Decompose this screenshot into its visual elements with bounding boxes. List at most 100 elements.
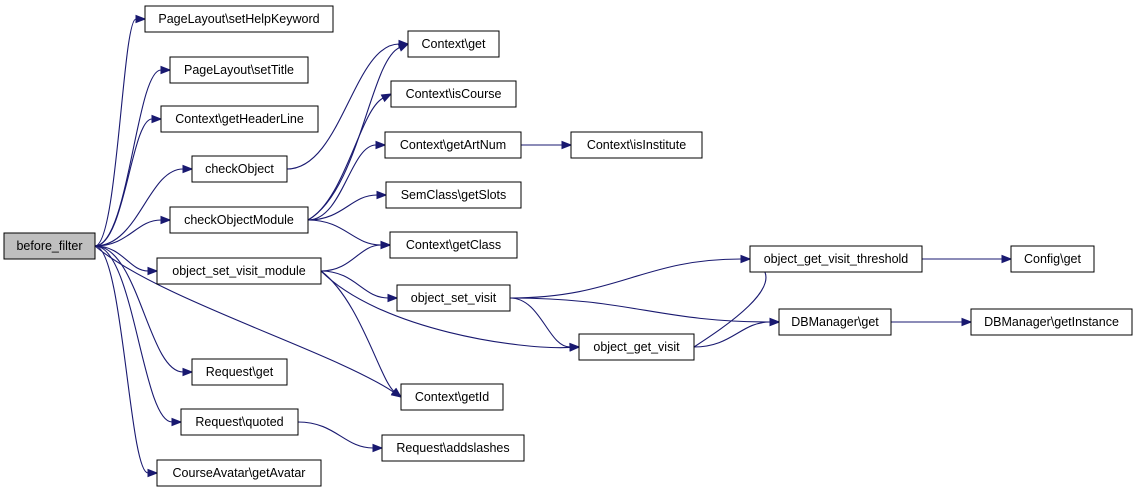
node-context-getartnum[interactable]: Context\getArtNum [384, 131, 522, 159]
edge-before_filter-to-request_quoted [94, 245, 183, 427]
node-label: CourseAvatar\getAvatar [173, 466, 306, 480]
arrowhead [769, 317, 781, 327]
edge-line [94, 245, 149, 272]
node-label: Request\get [206, 365, 274, 379]
node-request-quoted[interactable]: Request\quoted [180, 408, 299, 436]
node-label: checkObject [205, 162, 274, 176]
node-courseavatar-getavatar[interactable]: CourseAvatar\getAvatar [156, 459, 322, 487]
node-pagelayout-settitle[interactable]: PageLayout\setTitle [169, 56, 309, 84]
node-label: Context\getClass [406, 238, 501, 252]
node-context-get[interactable]: Context\get [407, 30, 500, 58]
arrowhead [569, 342, 581, 352]
node-semclass-getslots[interactable]: SemClass\getSlots [385, 181, 522, 209]
edge-line [94, 69, 162, 247]
edge-object_set_visit-to-object_get_visit [509, 297, 581, 352]
arrowhead [135, 14, 147, 24]
edge-line [94, 245, 173, 423]
edge-before_filter-to-checkObject [94, 164, 194, 247]
edge-object_set_visit_module-to-object_set_visit [320, 270, 399, 303]
node-label: Context\getHeaderLine [175, 112, 304, 126]
node-label: object_set_visit_module [172, 264, 305, 278]
arrowhead [182, 367, 194, 377]
arrowhead [1001, 254, 1013, 264]
arrowhead [375, 140, 387, 150]
node-context-getid[interactable]: Context\getId [400, 383, 504, 411]
arrowhead [387, 293, 399, 303]
node-label: Request\addslashes [396, 441, 509, 455]
arrowhead [147, 468, 159, 478]
node-context-getheaderline[interactable]: Context\getHeaderLine [160, 105, 319, 133]
node-label: SemClass\getSlots [401, 188, 507, 202]
node-label: Request\quoted [195, 415, 283, 429]
node-context-iscourse[interactable]: Context\isCourse [390, 80, 517, 108]
edge-line [94, 245, 184, 373]
node-request-addslashes[interactable]: Request\addslashes [381, 434, 525, 462]
node-label: Context\isInstitute [587, 138, 686, 152]
edge-line [94, 245, 149, 474]
edge-line [307, 97, 384, 221]
edge-line [693, 321, 771, 348]
edge-line [320, 244, 382, 272]
arrowhead [380, 240, 392, 250]
node-object-set-visit-module[interactable]: object_set_visit_module [156, 257, 322, 285]
arrowhead [182, 164, 194, 174]
edge-line [509, 297, 771, 323]
arrowhead [561, 140, 573, 150]
edge-object_get_visit-to-dbmanager_get [693, 317, 781, 348]
arrowhead [171, 417, 183, 427]
node-label: PageLayout\setHelpKeyword [158, 12, 319, 26]
node-object-get-visit-threshold[interactable]: object_get_visit_threshold [749, 245, 923, 273]
edge-line [509, 258, 742, 299]
edge-getArtNum-to-isInstitute [521, 140, 573, 150]
node-dbmanager-get[interactable]: DBManager\get [778, 308, 892, 336]
node-label: PageLayout\setTitle [184, 63, 294, 77]
node-label: object_get_visit [593, 340, 680, 354]
edge-object_set_visit_module-to-getId [320, 270, 403, 398]
node-label: Context\get [422, 37, 486, 51]
node-label: Context\isCourse [406, 87, 502, 101]
arrowhead [160, 65, 172, 75]
edge-line [94, 219, 162, 247]
node-before-filter[interactable]: before_filter [3, 232, 96, 260]
node-dbmanager-getinstance[interactable]: DBManager\getInstance [970, 308, 1133, 336]
arrowhead [380, 93, 393, 103]
node-context-isinstitute[interactable]: Context\isInstitute [570, 131, 703, 159]
edge-before_filter-to-checkObjectModule [94, 215, 172, 247]
edge-line [286, 43, 400, 170]
node-request-get[interactable]: Request\get [191, 358, 288, 386]
node-pagelayout-sethelpkeyword[interactable]: PageLayout\setHelpKeyword [144, 5, 334, 33]
edge-line [94, 118, 153, 247]
edge-dbmanager_get-to-getInstance [891, 317, 973, 327]
node-label: before_filter [16, 239, 82, 253]
edge-line [307, 219, 382, 246]
edge-line [297, 421, 374, 449]
node-label: object_set_visit [411, 291, 497, 305]
edge-line [693, 263, 767, 348]
arrowhead [740, 254, 752, 264]
node-context-getclass[interactable]: Context\getClass [389, 231, 518, 259]
node-checkobject[interactable]: checkObject [191, 155, 288, 183]
arrowhead [397, 43, 410, 52]
node-label: Config\get [1024, 252, 1082, 266]
node-object-get-visit[interactable]: object_get_visit [578, 333, 695, 361]
edge-line [94, 168, 184, 247]
node-config-get[interactable]: Config\get [1010, 245, 1095, 273]
node-label: DBManager\getInstance [984, 315, 1119, 329]
edge-object_set_visit-to-dbmanager_get [509, 297, 781, 327]
node-checkobjectmodule[interactable]: checkObjectModule [169, 206, 309, 234]
node-object-set-visit[interactable]: object_set_visit [396, 284, 511, 312]
edge-request_quoted-to-addslashes [297, 421, 384, 453]
edge-line [307, 144, 377, 221]
arrowhead [376, 190, 388, 200]
edge-line [509, 297, 571, 348]
arrowhead [147, 266, 159, 276]
arrowhead [390, 387, 403, 398]
arrowhead [372, 443, 384, 453]
edge-before_filter-to-request_get [94, 245, 194, 377]
node-label: object_get_visit_threshold [764, 252, 909, 266]
edge-line [307, 194, 378, 221]
arrowhead [160, 215, 172, 225]
edge-checkObjectModule-to-isCourse [307, 93, 393, 221]
edge-line [94, 245, 394, 393]
node-label: checkObjectModule [184, 213, 294, 227]
